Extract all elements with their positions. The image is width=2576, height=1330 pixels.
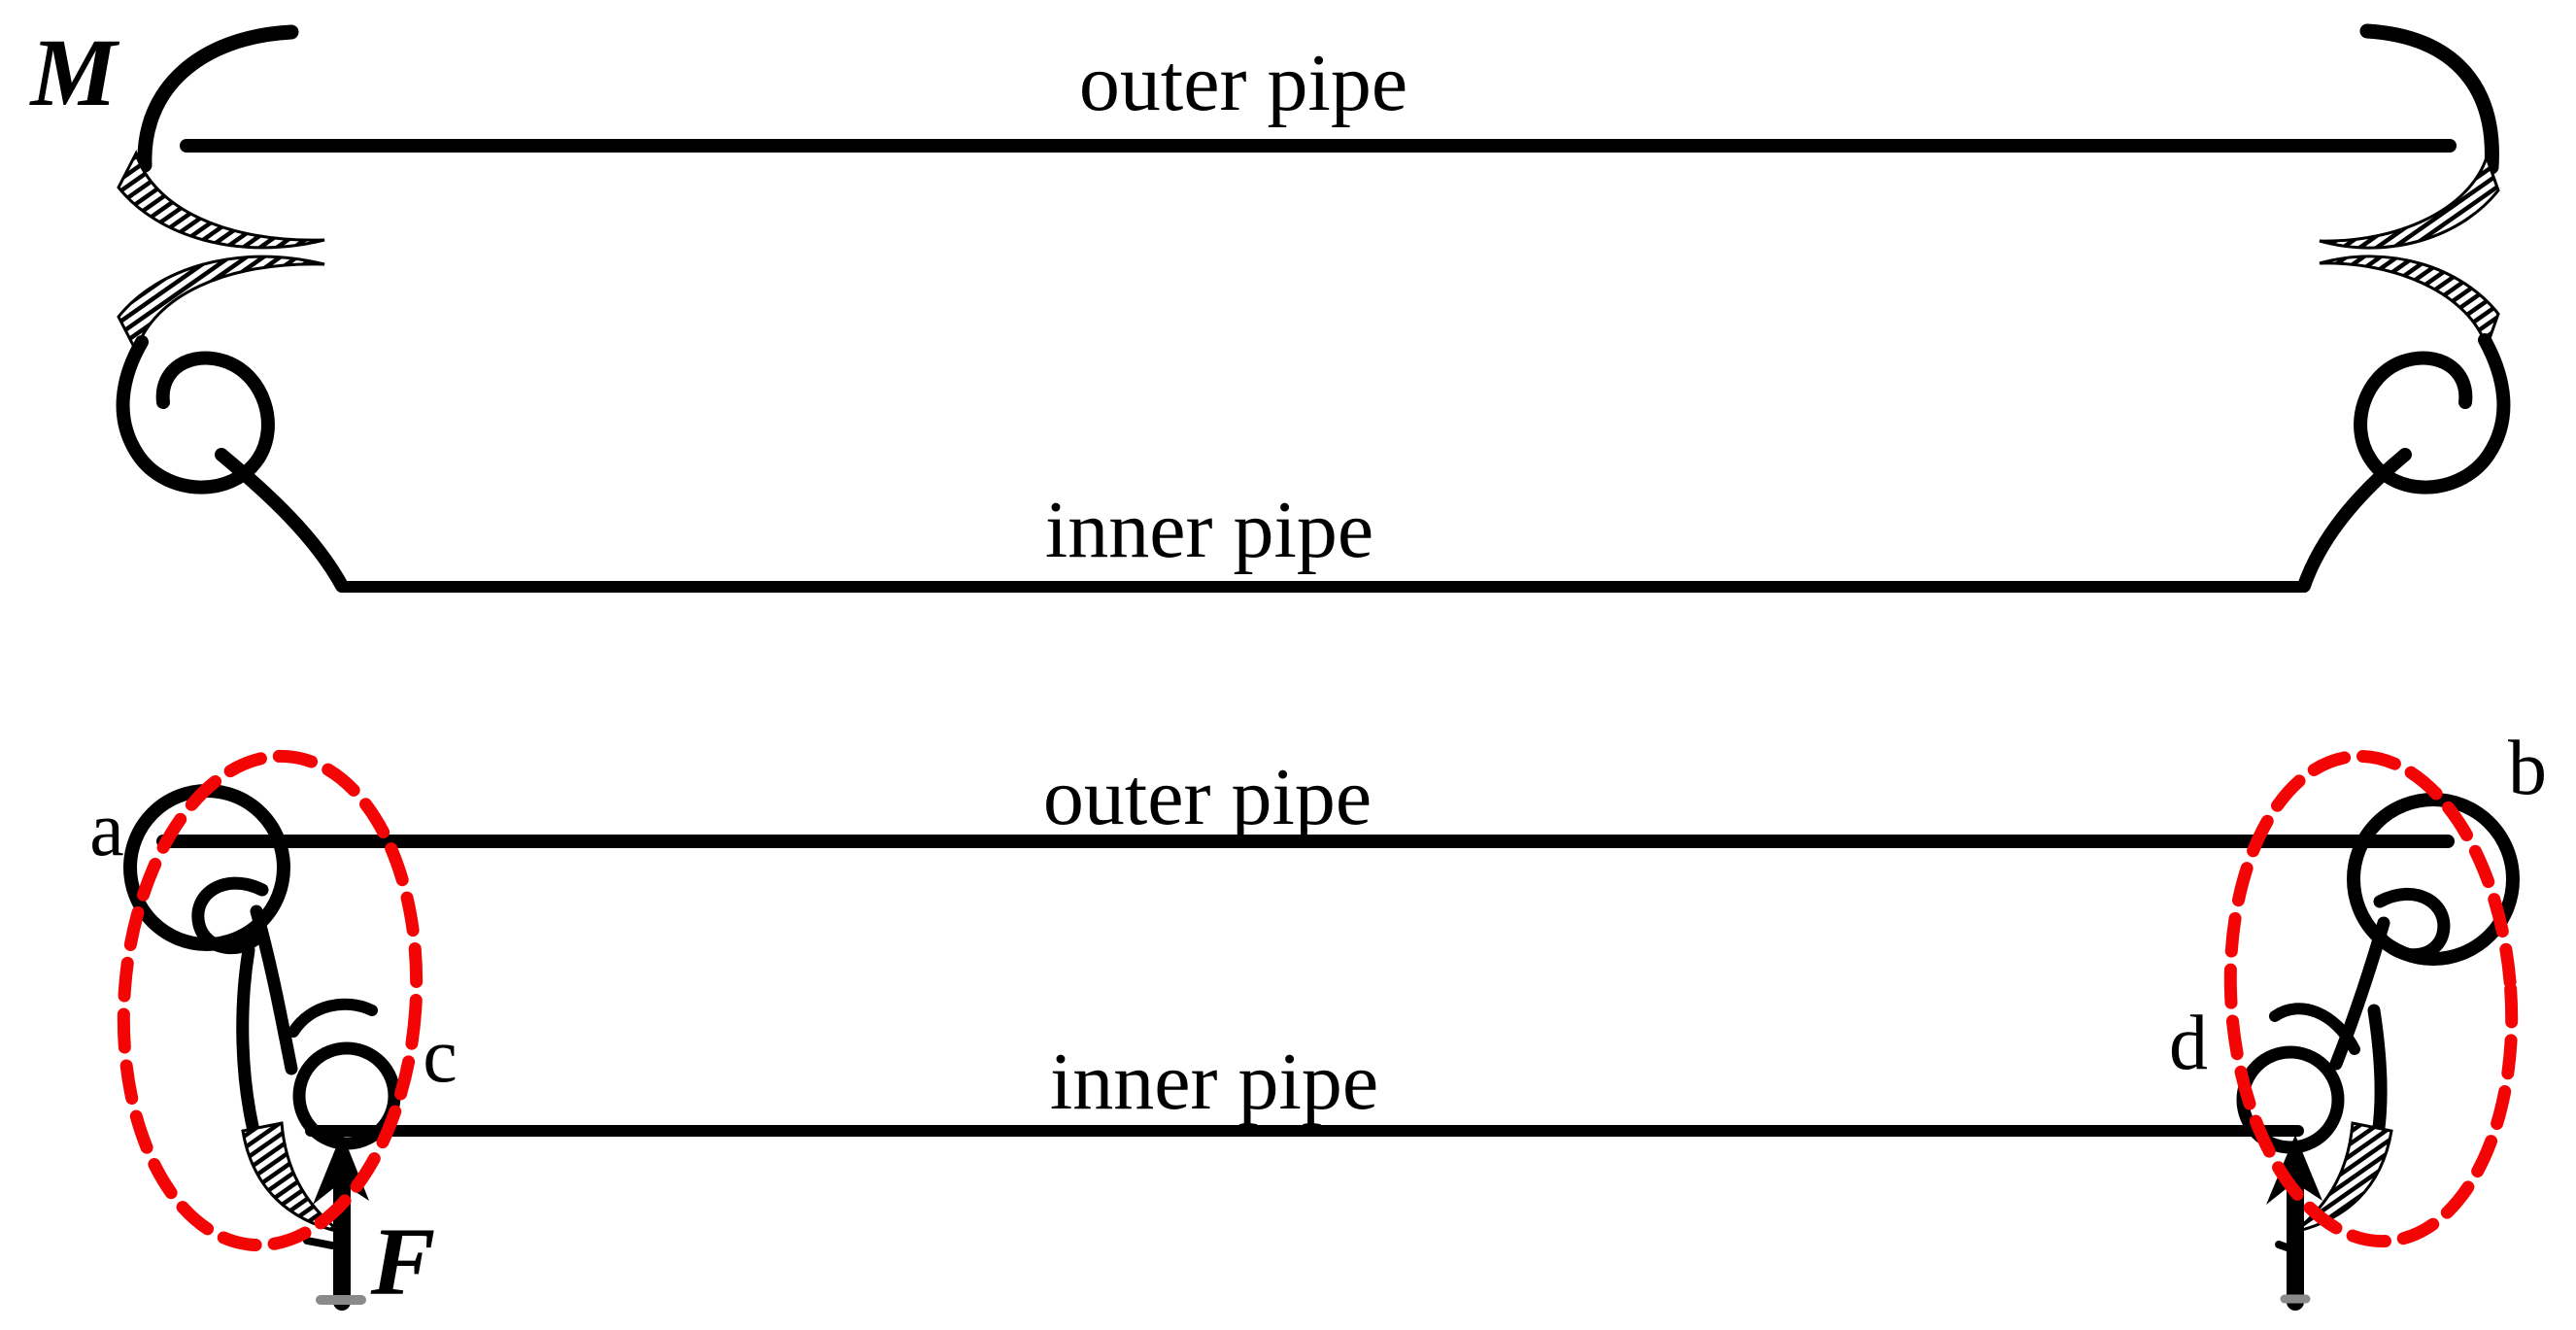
joint-b-curl [2373, 887, 2451, 962]
force-arrow-right-head-icon [2266, 1135, 2322, 1205]
link-a-to-c [250, 904, 298, 1075]
highlight-ellipse-left-group [117, 749, 424, 1252]
top-inner-pipe-label: inner pipe [1045, 485, 1373, 575]
link-b-to-d [2329, 916, 2390, 1071]
joint-d-curl [2269, 1003, 2360, 1055]
moment-arc-right-outer [2359, 23, 2499, 175]
top-outer-pipe-label: outer pipe [1079, 38, 1407, 128]
point-label-c: c [423, 1013, 458, 1099]
moment-arrowhead-left-inner-icon [117, 255, 325, 355]
joint-a-curl [191, 876, 269, 955]
moment-label: M [29, 18, 120, 126]
bottom-outer-pipe-label: outer pipe [1043, 752, 1372, 842]
highlight-ellipse-right-group [2223, 749, 2519, 1248]
joint-c-spring-circle [292, 1041, 401, 1150]
bottom-inner-pipe-label: inner pipe [1050, 1037, 1378, 1127]
moment-arc-left-inner-tail [215, 448, 349, 593]
joint-b-spring-circle [2347, 793, 2520, 966]
moment-arc-left-outer [137, 24, 299, 173]
rotation-arc-bottom-left [236, 943, 261, 1142]
moment-arrowhead-right-outer-icon [2319, 153, 2500, 250]
moment-arrowhead-right-inner-icon [2319, 255, 2500, 352]
point-label-a: a [89, 787, 124, 872]
point-label-b: b [2508, 726, 2547, 811]
rotation-arc-bottom-right [2367, 1004, 2388, 1142]
moment-arc-right-inner-tail [2297, 448, 2412, 593]
force-arrow-right-tick [2275, 1241, 2296, 1253]
moment-arc-right-inner-loop [2354, 333, 2511, 494]
highlight-ellipse-right [2223, 749, 2519, 1248]
highlight-ellipse-left [117, 749, 424, 1252]
point-label-d: d [2169, 1001, 2208, 1086]
force-label: F [370, 1208, 436, 1315]
moment-arrowhead-left-outer-icon [117, 150, 325, 250]
force-arrow-left-tick [303, 1237, 336, 1249]
joint-c-curl [288, 998, 378, 1038]
moment-arc-left-inner-loop [116, 335, 275, 494]
